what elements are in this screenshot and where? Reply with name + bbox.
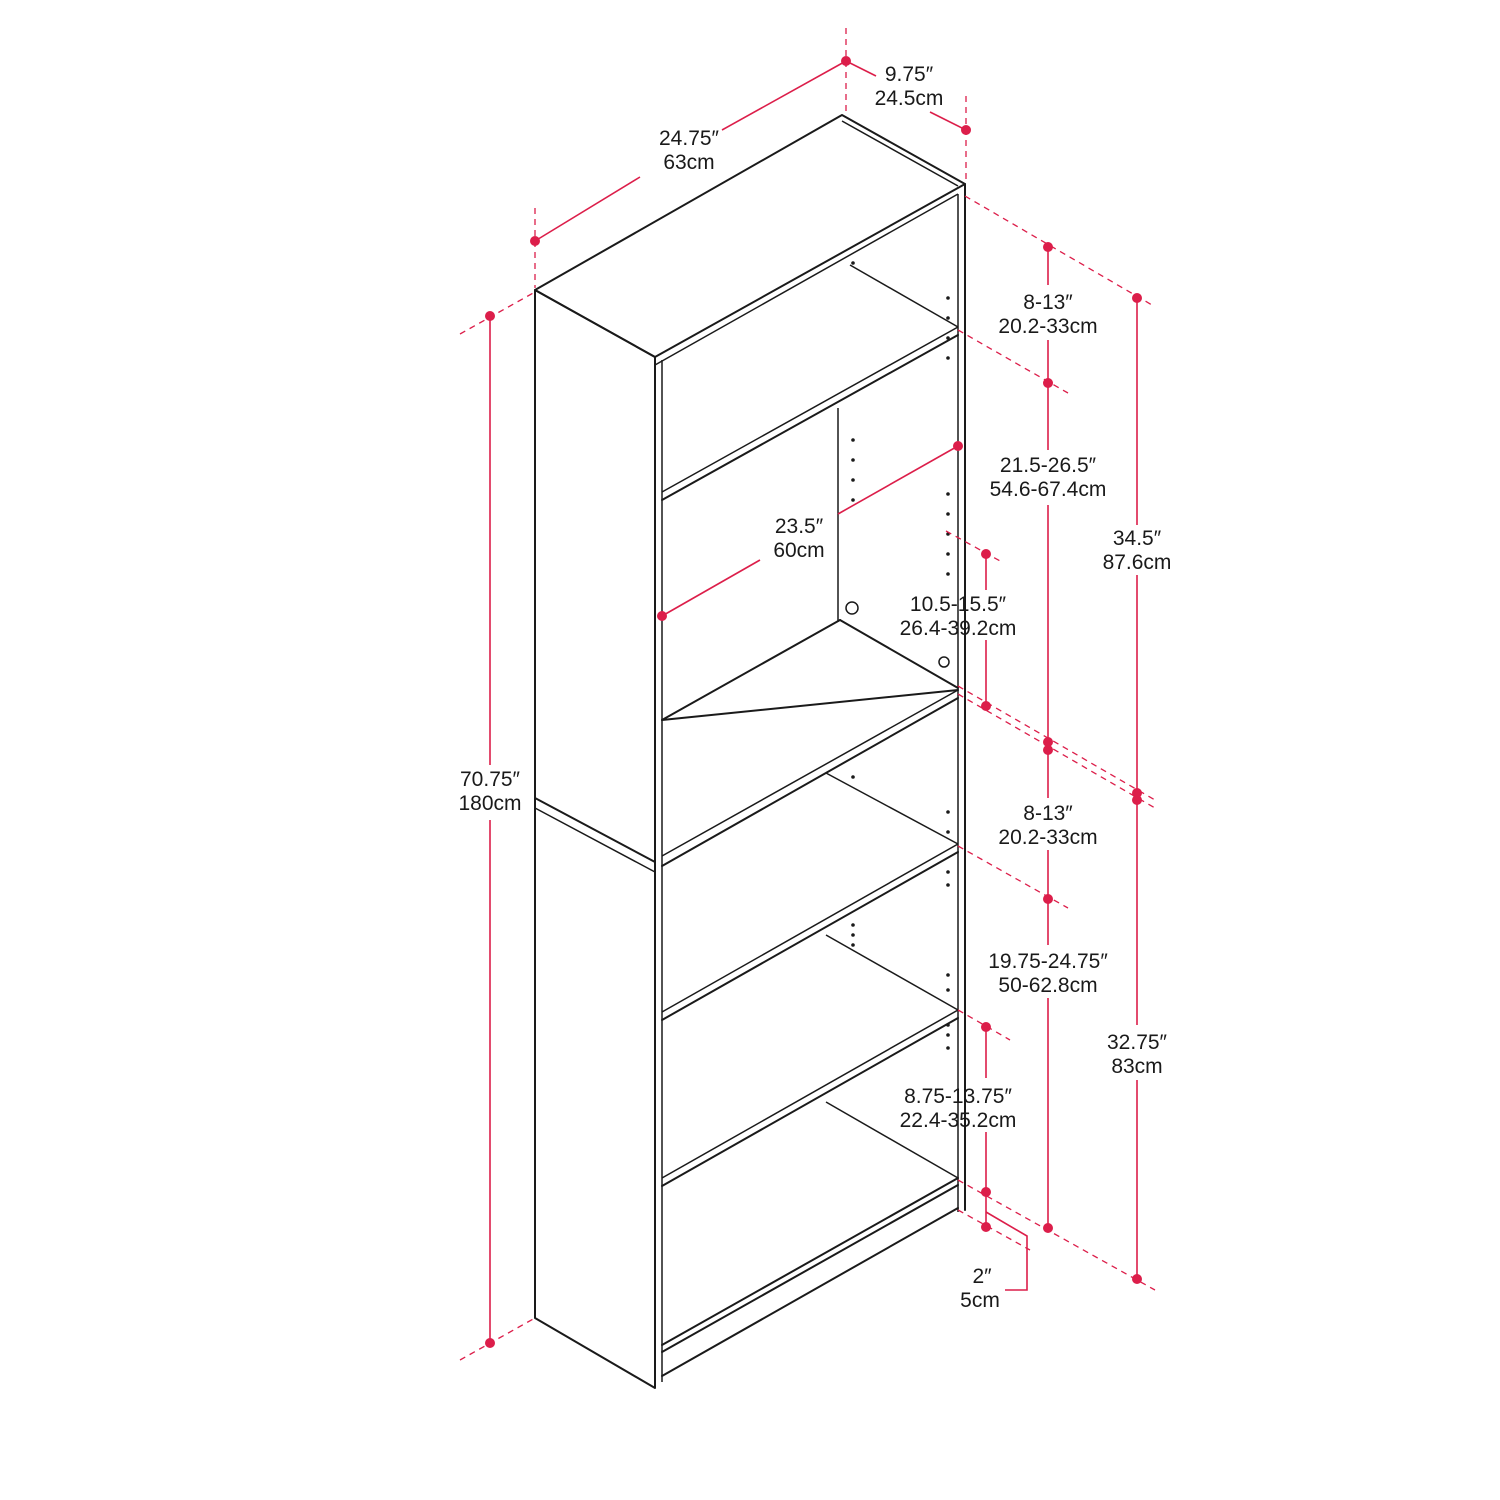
lower-shelf-1-imperial: 8-13″: [1023, 802, 1073, 825]
upper-shelf-2-metric: 54.6-67.4cm: [990, 478, 1107, 501]
height-imperial: 70.75″: [460, 768, 521, 791]
lower-shelf-2-label: 19.75-24.75″ 50-62.8cm: [988, 950, 1108, 997]
upper-shelf-1-imperial: 8-13″: [1023, 291, 1073, 314]
dimension-lines: [459, 28, 1156, 1361]
lower-shelf-2-metric: 50-62.8cm: [998, 974, 1097, 997]
lower-shelf-1-metric: 20.2-33cm: [998, 826, 1097, 849]
left-side-panel: [534, 289, 656, 1389]
shelf: [661, 772, 959, 1021]
bookcase-outline: [534, 114, 966, 1389]
lower-total-label: 32.75″ 83cm: [1107, 1031, 1168, 1078]
upper-shelf-2-imperial: 21.5-26.5″: [1000, 454, 1097, 477]
depth-imperial: 9.75″: [885, 63, 934, 86]
lower-shelf-2-imperial: 19.75-24.75″: [988, 950, 1108, 973]
top-panel-back-edge: [841, 120, 959, 187]
upper-shelf-2-label: 21.5-26.5″ 54.6-67.4cm: [990, 454, 1107, 501]
cam-lock: [938, 656, 950, 668]
upper-total-label: 34.5″ 87.6cm: [1103, 527, 1172, 574]
base-gap-imperial: 2″: [972, 1265, 992, 1288]
depth-metric: 24.5cm: [875, 87, 944, 110]
upper-shelf-3-label: 10.5-15.5″ 26.4-39.2cm: [900, 593, 1017, 640]
shelf-pin-holes: [851, 261, 950, 1050]
lower-shelf-1-label: 8-13″ 20.2-33cm: [998, 802, 1097, 849]
inner-width-imperial: 23.5″: [775, 515, 824, 538]
inner-width-label: 23.5″ 60cm: [773, 515, 824, 562]
dimension-labels: 9.75″ 24.5cm 24.75″ 63cm 70.75″ 180cm 23…: [458, 63, 1171, 1312]
lower-total-imperial: 32.75″: [1107, 1031, 1168, 1054]
upper-total-metric: 87.6cm: [1103, 551, 1172, 574]
width-imperial: 24.75″: [659, 127, 720, 150]
lower-shelf-3-label: 8.75-13.75″ 22.4-35.2cm: [900, 1085, 1017, 1132]
upper-shelf-1-metric: 20.2-33cm: [998, 315, 1097, 338]
base-gap-metric: 5cm: [960, 1289, 1000, 1312]
height-label: 70.75″ 180cm: [458, 768, 521, 815]
bottom-shelf: [661, 1101, 959, 1377]
width-label: 24.75″ 63cm: [659, 127, 720, 174]
top-panel-edge: [654, 193, 959, 366]
upper-shelf-3-metric: 26.4-39.2cm: [900, 617, 1017, 640]
upper-shelf-1-label: 8-13″ 20.2-33cm: [998, 291, 1097, 338]
lower-total-metric: 83cm: [1111, 1055, 1162, 1078]
cam-lock: [845, 601, 859, 615]
inner-width-metric: 60cm: [773, 539, 824, 562]
lower-shelf-3-metric: 22.4-35.2cm: [900, 1109, 1017, 1132]
width-metric: 63cm: [663, 151, 714, 174]
height-metric: 180cm: [458, 792, 521, 815]
top-panel: [534, 114, 966, 358]
shelf: [661, 264, 959, 501]
shelf: [661, 934, 959, 1187]
base-gap-label: 2″ 5cm: [960, 1265, 1000, 1312]
center-joint-2: [534, 807, 656, 873]
fixed-center-shelf: [661, 619, 959, 867]
center-joint: [534, 797, 656, 863]
upper-shelf-3-imperial: 10.5-15.5″: [910, 593, 1007, 616]
depth-label: 9.75″ 24.5cm: [875, 63, 944, 110]
lower-shelf-3-imperial: 8.75-13.75″: [904, 1085, 1012, 1108]
upper-total-imperial: 34.5″: [1113, 527, 1162, 550]
